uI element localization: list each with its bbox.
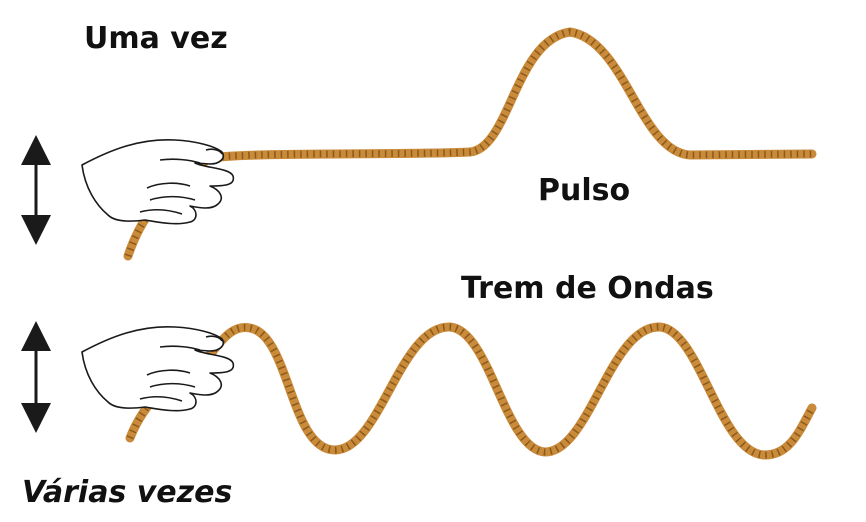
label-wave-train: Trem de Ondas <box>461 271 714 306</box>
top-panel <box>21 27 817 261</box>
wave-train-rope <box>125 322 817 460</box>
bottom-panel <box>21 321 817 460</box>
hand-holding-rope-icon-2 <box>81 326 235 412</box>
label-pulse: Pulso <box>538 173 631 208</box>
pulse-rope <box>123 27 817 261</box>
hand-holding-rope-icon <box>81 139 235 225</box>
label-once: Uma vez <box>84 21 228 56</box>
label-many-times: Várias vezes <box>22 475 233 510</box>
